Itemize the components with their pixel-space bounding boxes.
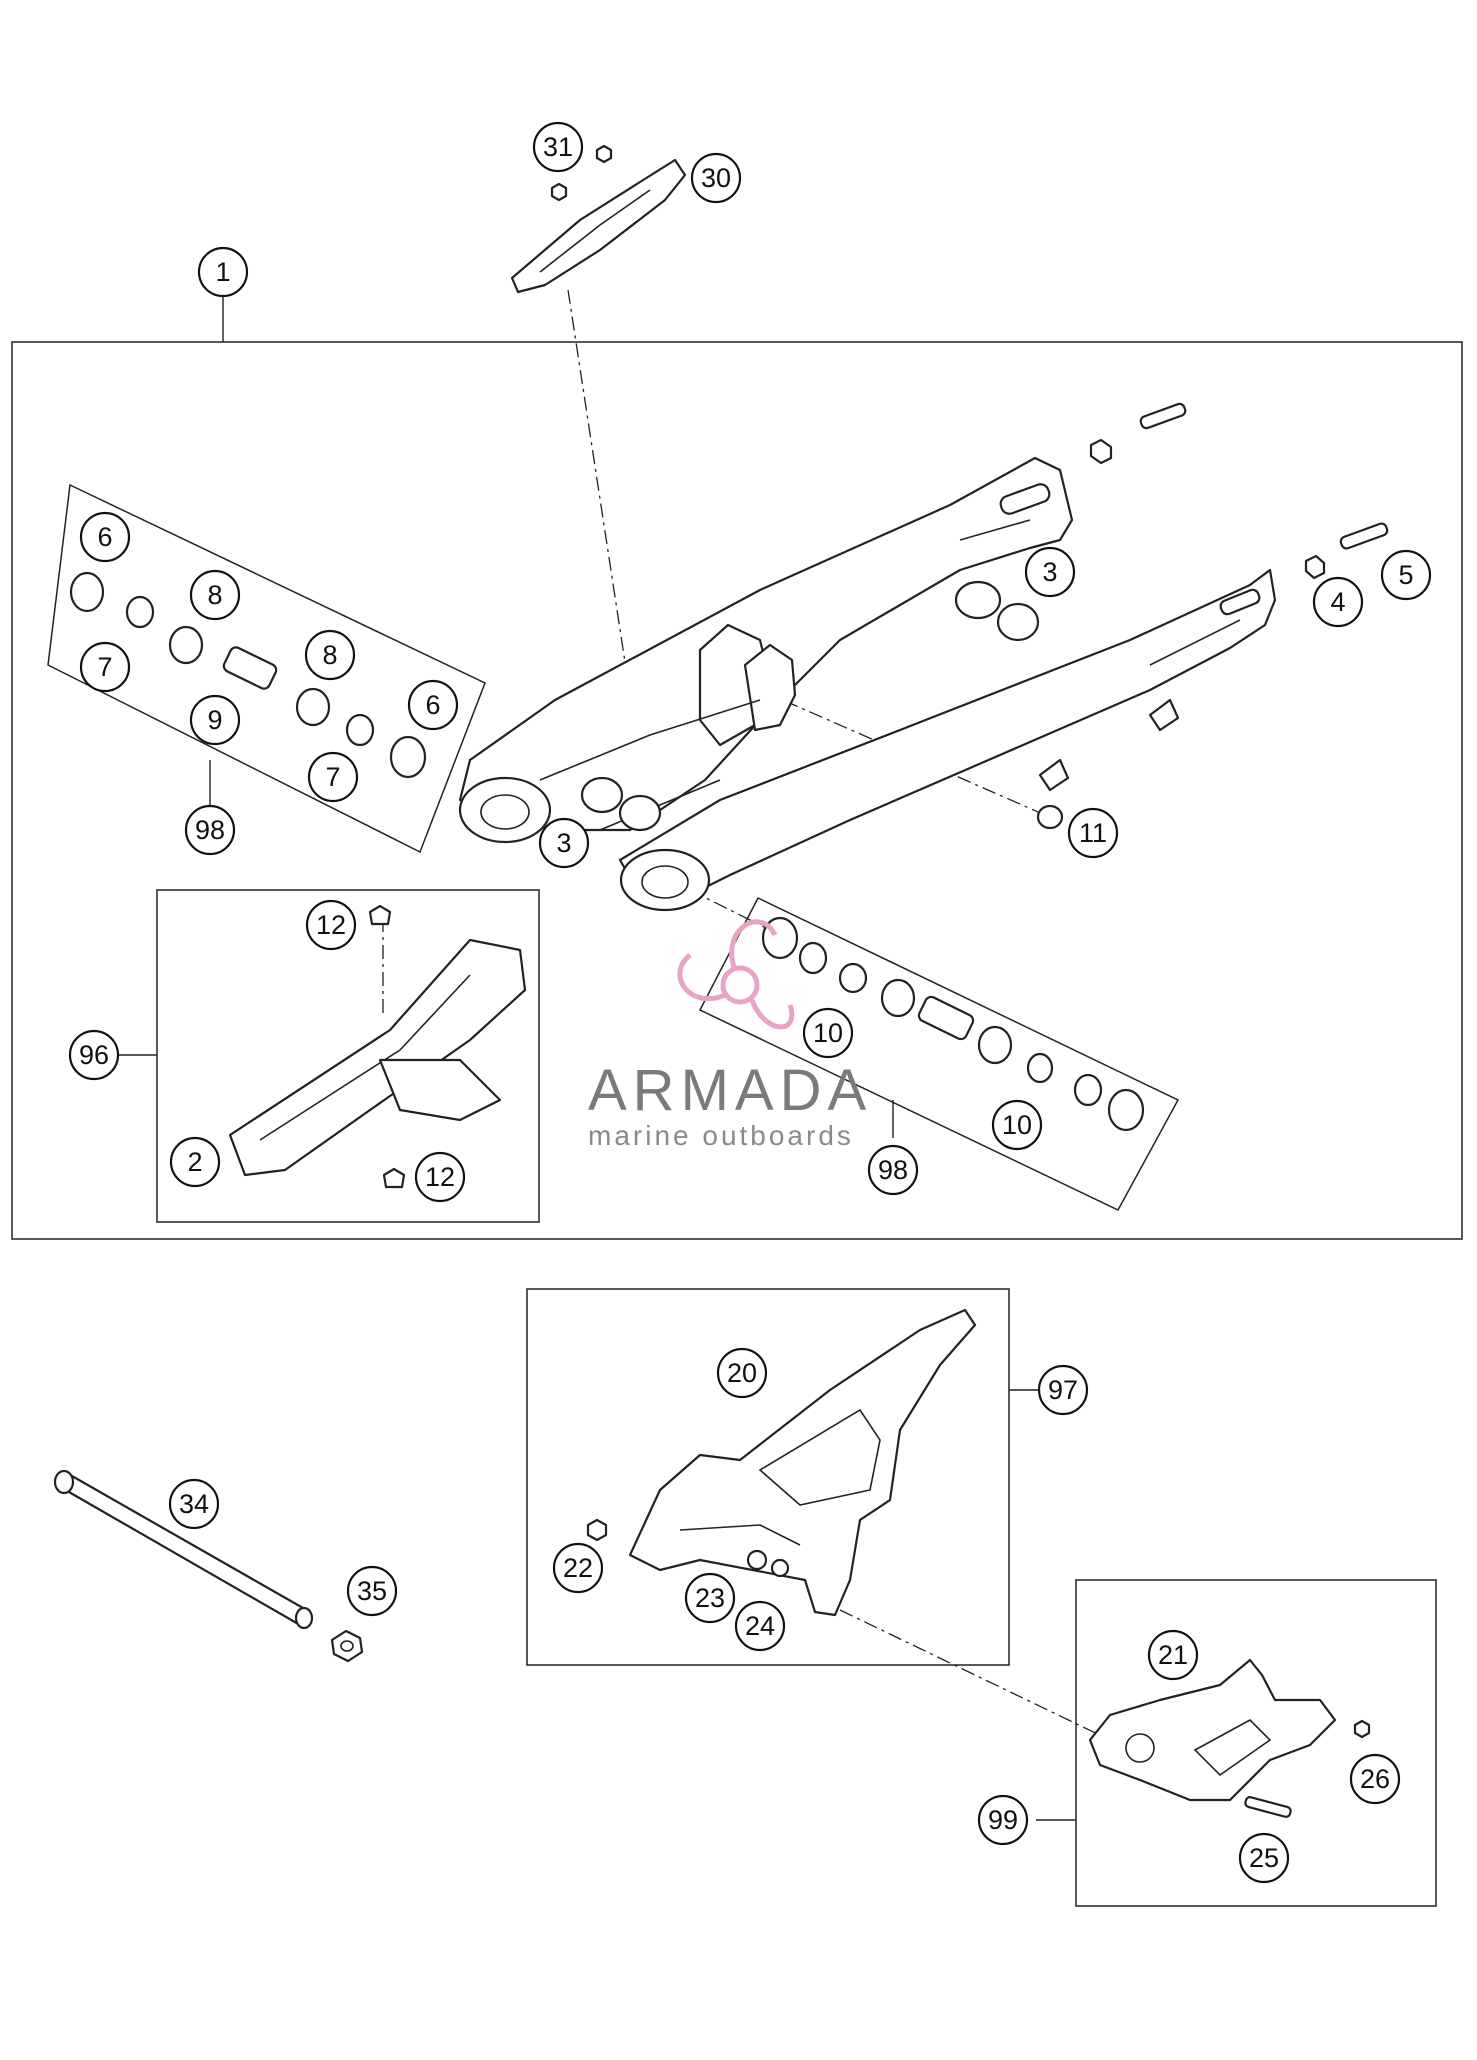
chain-slider bbox=[228, 904, 527, 1189]
chain-guard bbox=[586, 1308, 977, 1617]
svg-text:2: 2 bbox=[187, 1147, 202, 1177]
rubber-plug bbox=[1036, 804, 1064, 830]
svg-text:96: 96 bbox=[79, 1040, 109, 1070]
watermark-brand-name: ARMADA bbox=[588, 1058, 872, 1123]
chain-guard-kit-frame bbox=[526, 1288, 1010, 1666]
svg-text:23: 23 bbox=[695, 1583, 725, 1613]
svg-text:9: 9 bbox=[207, 705, 222, 735]
callout-3-right: 3 bbox=[1024, 546, 1076, 598]
left-bearing-kit-parts bbox=[69, 571, 427, 779]
watermark-tagline: marine outboards bbox=[588, 1120, 854, 1151]
svg-text:12: 12 bbox=[316, 910, 346, 940]
chain-guide-kit-frame bbox=[1075, 1579, 1437, 1907]
callout-7-bottom: 7 bbox=[307, 751, 359, 803]
svg-text:10: 10 bbox=[1002, 1110, 1032, 1140]
svg-text:3: 3 bbox=[1042, 557, 1057, 587]
svg-text:31: 31 bbox=[543, 132, 573, 162]
callout-10-top: 10 bbox=[802, 1007, 854, 1059]
svg-text:97: 97 bbox=[1048, 1375, 1078, 1405]
callout-34: 34 bbox=[168, 1478, 220, 1530]
callout-96: 96 bbox=[68, 1029, 120, 1081]
chain-guide-top bbox=[510, 144, 687, 294]
chain-guide bbox=[1088, 1658, 1371, 1818]
callout-35: 35 bbox=[346, 1565, 398, 1617]
svg-text:8: 8 bbox=[207, 580, 222, 610]
svg-text:24: 24 bbox=[745, 1611, 775, 1641]
svg-text:3: 3 bbox=[556, 828, 571, 858]
callout-2: 2 bbox=[169, 1136, 221, 1188]
chain-adjuster-hardware bbox=[1089, 402, 1389, 580]
svg-text:30: 30 bbox=[701, 163, 731, 193]
callout-24: 24 bbox=[734, 1600, 786, 1652]
callout-7-top: 7 bbox=[79, 641, 131, 693]
callout-98-left: 98 bbox=[184, 804, 236, 856]
callout-31: 31 bbox=[532, 121, 584, 173]
svg-text:11: 11 bbox=[1079, 818, 1107, 848]
armada-watermark: ARMADA marine outboards bbox=[588, 919, 872, 1151]
svg-text:98: 98 bbox=[878, 1155, 908, 1185]
left-bearing-kit-frame bbox=[47, 483, 486, 854]
callout-99: 99 bbox=[977, 1794, 1029, 1846]
svg-text:99: 99 bbox=[988, 1805, 1018, 1835]
svg-text:98: 98 bbox=[195, 815, 225, 845]
swingarm-assembly-frame bbox=[11, 341, 1463, 1240]
callout-9: 9 bbox=[189, 694, 241, 746]
svg-text:25: 25 bbox=[1249, 1843, 1279, 1873]
callout-12-bottom: 12 bbox=[414, 1151, 466, 1203]
svg-text:35: 35 bbox=[357, 1576, 387, 1606]
callout-98-right: 98 bbox=[867, 1144, 919, 1196]
callout-22: 22 bbox=[552, 1542, 604, 1594]
svg-text:21: 21 bbox=[1158, 1640, 1188, 1670]
swingarm bbox=[458, 456, 1277, 912]
callout-97: 97 bbox=[1037, 1364, 1089, 1416]
callout-26: 26 bbox=[1349, 1753, 1401, 1805]
callout-20: 20 bbox=[716, 1347, 768, 1399]
callout-3-left: 3 bbox=[538, 817, 590, 869]
svg-text:6: 6 bbox=[97, 522, 112, 552]
svg-text:20: 20 bbox=[727, 1358, 757, 1388]
swingarm-axle bbox=[53, 1469, 364, 1663]
callout-4: 4 bbox=[1312, 576, 1364, 628]
callout-11: 11 bbox=[1067, 807, 1119, 859]
svg-text:7: 7 bbox=[325, 762, 340, 792]
svg-text:34: 34 bbox=[179, 1489, 209, 1519]
svg-text:6: 6 bbox=[425, 690, 440, 720]
callout-1: 1 bbox=[197, 246, 249, 298]
leader-lines bbox=[119, 297, 1076, 1821]
chain-slider-kit-frame bbox=[156, 889, 540, 1223]
swingarm-bearing-seals bbox=[580, 580, 1040, 832]
callout-21: 21 bbox=[1147, 1629, 1199, 1681]
callout-6-bottom: 6 bbox=[407, 679, 459, 731]
callout-6-top: 6 bbox=[79, 511, 131, 563]
svg-text:22: 22 bbox=[563, 1553, 593, 1583]
svg-text:7: 7 bbox=[97, 652, 112, 682]
right-bearing-kit-frame bbox=[698, 897, 1180, 1211]
svg-text:26: 26 bbox=[1360, 1764, 1390, 1794]
callout-8-top: 8 bbox=[189, 569, 241, 621]
callout-25: 25 bbox=[1238, 1832, 1290, 1884]
callout-5: 5 bbox=[1380, 549, 1432, 601]
callout-8-bottom: 8 bbox=[304, 629, 356, 681]
svg-text:10: 10 bbox=[813, 1018, 843, 1048]
svg-text:8: 8 bbox=[322, 640, 337, 670]
callout-30: 30 bbox=[690, 152, 742, 204]
callout-12-top: 12 bbox=[305, 899, 357, 951]
propeller-logo-icon bbox=[677, 919, 795, 1030]
svg-text:1: 1 bbox=[215, 257, 230, 287]
callout-23: 23 bbox=[684, 1572, 736, 1624]
svg-text:12: 12 bbox=[425, 1162, 455, 1192]
svg-text:4: 4 bbox=[1330, 587, 1345, 617]
svg-text:5: 5 bbox=[1398, 560, 1413, 590]
callout-10-bottom: 10 bbox=[991, 1099, 1043, 1151]
